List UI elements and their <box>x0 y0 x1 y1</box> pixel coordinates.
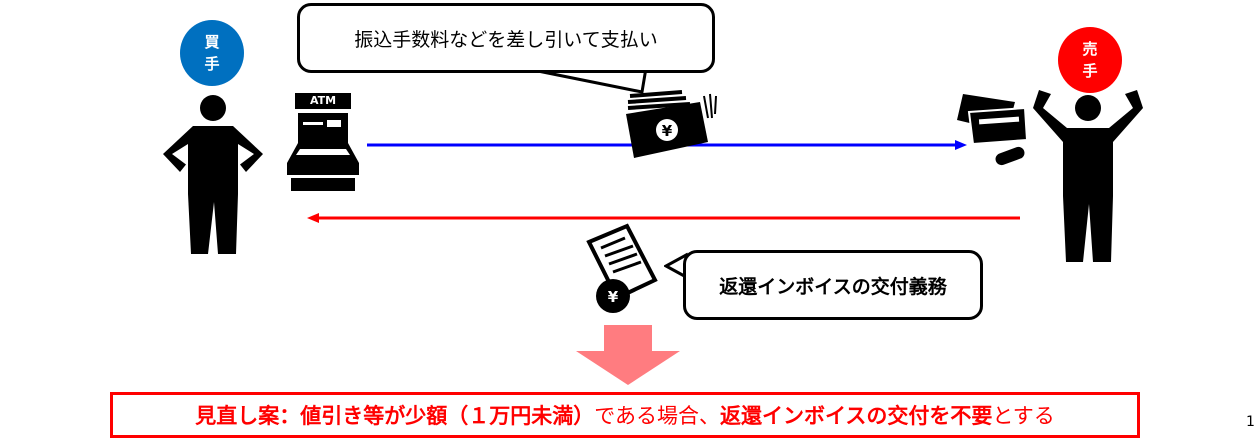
money-icon: ¥ <box>626 90 717 158</box>
proposal-box: 見直し案：値引き等が少額（１万円未満）である場合、返還インボイスの交付を不要とす… <box>110 392 1140 438</box>
atm-label: ATM <box>295 93 351 109</box>
down-arrow <box>576 325 680 385</box>
top-speech-bubble: 振込手数料などを差し引いて支払い <box>297 3 715 73</box>
seller-label-1: 売 <box>1082 40 1098 58</box>
buyer-label-1: 買 <box>204 33 220 51</box>
atm-icon: ATM <box>287 93 359 191</box>
bottom-speech-bubble: 返還インボイスの交付義務 <box>683 250 983 320</box>
proposal-part3: 返還インボイスの交付を不要 <box>720 404 993 428</box>
bottom-bubble-text: 返還インボイスの交付義務 <box>719 275 947 298</box>
proposal-part4: とする <box>992 404 1055 428</box>
credit-card-icon <box>957 94 1029 166</box>
buyer-badge: 買 手 <box>180 20 244 86</box>
buyer-label-2: 手 <box>204 55 220 73</box>
proposal-part2: である場合、 <box>594 404 721 428</box>
proposal-part1: 見直し案：値引き等が少額（１万円未満） <box>195 404 595 428</box>
return-arrow <box>307 213 1020 223</box>
invoice-yen: ¥ <box>608 288 619 306</box>
money-yen: ¥ <box>662 122 673 140</box>
buyer-person-icon <box>163 95 263 254</box>
top-bubble-text: 振込手数料などを差し引いて支払い <box>354 28 658 51</box>
bottom-bubble-tail <box>664 252 689 280</box>
seller-person-icon <box>1033 90 1143 262</box>
top-bubble-tail <box>522 66 648 94</box>
page-number: 1 <box>1246 414 1255 430</box>
invoice-document-icon: ¥ <box>586 223 658 313</box>
seller-label-2: 手 <box>1082 62 1098 80</box>
seller-badge: 売 手 <box>1058 27 1122 93</box>
